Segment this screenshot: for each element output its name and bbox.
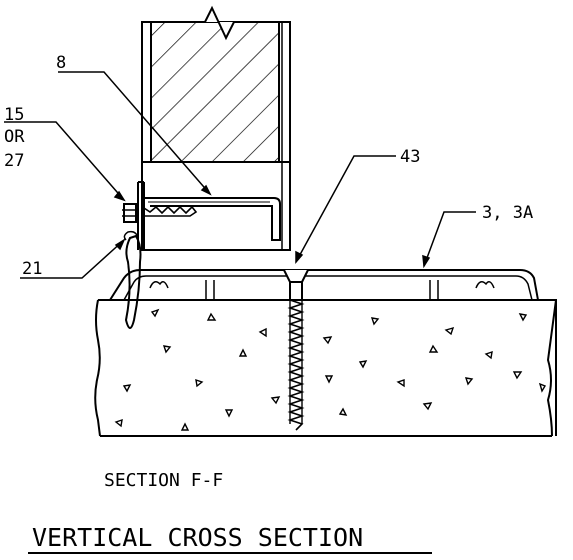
sealant-bead bbox=[123, 230, 142, 329]
callout-3-3a: 3, 3A bbox=[482, 203, 533, 223]
self-drilling-screw bbox=[122, 203, 198, 223]
threshold-extrusion bbox=[109, 269, 539, 301]
channel-bracket bbox=[142, 197, 281, 241]
drawing-title: VERTICAL CROSS SECTION bbox=[32, 523, 363, 552]
callout-8: 8 bbox=[56, 53, 66, 73]
wall-frame bbox=[141, 5, 291, 251]
callout-43: 43 bbox=[400, 147, 420, 167]
anchor-screw bbox=[287, 282, 305, 431]
callout-or: OR bbox=[4, 127, 25, 147]
callout-21: 21 bbox=[22, 259, 42, 279]
concrete-slab bbox=[94, 299, 557, 437]
section-label: SECTION F-F bbox=[104, 470, 223, 491]
leader-lines bbox=[4, 71, 476, 279]
callout-27: 27 bbox=[4, 151, 24, 171]
callout-15: 15 bbox=[4, 105, 24, 125]
